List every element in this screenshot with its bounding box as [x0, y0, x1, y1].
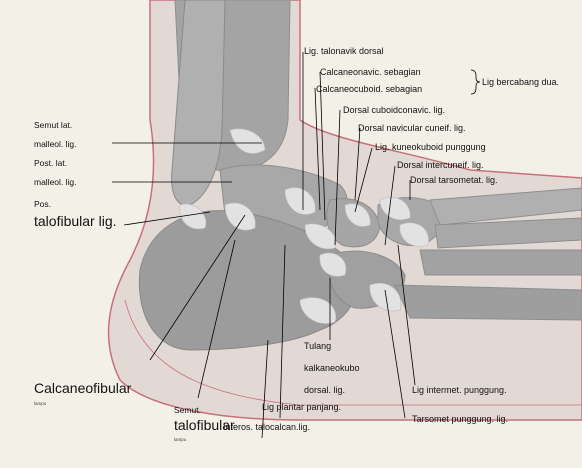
label-intercuneif: Dorsal intercuneif. lig. — [397, 161, 484, 170]
metatarsal-3 — [420, 250, 582, 275]
label-plantar-panjang: Lig plantar panjang. — [262, 403, 341, 412]
label-dorsal-lig: dorsal. lig. — [304, 386, 345, 395]
bifurcate-brace — [471, 70, 480, 94]
label-talofibular-post: talofibular lig. — [34, 214, 117, 228]
label-tarsometat: Dorsal tarsometat. lig. — [410, 176, 498, 185]
label-tarsomet-punggung: Tarsomet punggung. lig. — [412, 415, 508, 424]
label-cuboidconavic: Dorsal cuboidconavic. lig. — [343, 106, 445, 115]
label-talonavik-dorsal: Lig. talonavik dorsal — [304, 47, 384, 56]
label-malleol-2: malleol. lig. — [34, 178, 77, 187]
label-pos: Pos. — [34, 200, 51, 209]
label-semut: Semut. — [174, 406, 201, 415]
label-lampu-1: lampu — [34, 402, 46, 407]
label-navicular-cuneif: Dorsal navicular cuneif. lig. — [358, 124, 466, 133]
label-malleol-1: malleol. lig. — [34, 140, 77, 149]
label-intermet: Lig intermet. punggung. — [412, 386, 507, 395]
label-calcaneofibular: Calcaneofibular — [34, 381, 131, 395]
label-calcaneocuboid: Calcaneocuboid. sebagian — [316, 85, 422, 94]
label-lampu-2: lampu — [174, 438, 186, 443]
label-interos: Interos. talocalcan.lig. — [223, 423, 310, 432]
label-calcaneonavic: Calcaneonavic. sebagian — [320, 68, 421, 77]
label-semut-lat: Semut lat. — [34, 121, 72, 130]
label-bifurcate: Lig bercabang dua. — [482, 78, 559, 87]
label-kuneokuboid: Lig. kuneokuboid punggung — [375, 143, 486, 152]
label-kalkaneokubo: kalkaneokubo — [304, 364, 360, 373]
label-tulang: Tulang — [304, 342, 331, 351]
label-post-lat: Post. lat. — [34, 159, 67, 168]
metatarsal-5 — [395, 285, 582, 320]
